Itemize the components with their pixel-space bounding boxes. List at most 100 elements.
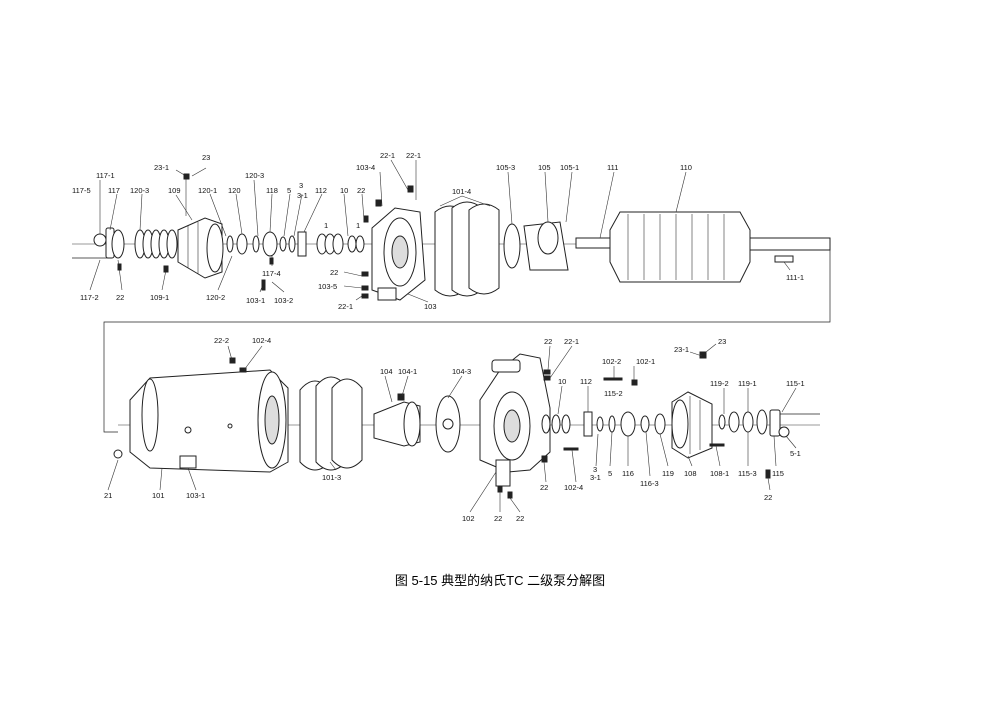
seal-112-lower bbox=[583, 411, 593, 437]
callout: 102 bbox=[462, 514, 475, 523]
callout: 3 bbox=[299, 181, 303, 190]
washer-120-3 bbox=[111, 229, 125, 259]
figure-caption: 图 5-15 典型的纳氏TC 二级泵分解图 bbox=[394, 573, 606, 588]
callout: 22-2 bbox=[214, 336, 229, 345]
callout: 22-1 bbox=[380, 151, 395, 160]
flange-105-3 bbox=[503, 223, 521, 269]
callout: 101-4 bbox=[452, 187, 471, 196]
callout: 22 bbox=[540, 483, 548, 492]
callout: 108 bbox=[684, 469, 697, 478]
callout: 103-4 bbox=[356, 163, 375, 172]
upper-assembly-row: 117-1 117-5 117 120-3 23-1 23 109 120-1 … bbox=[72, 151, 831, 311]
callout: 103-1 bbox=[246, 296, 265, 305]
callout: 22 bbox=[116, 293, 124, 302]
callout: 23 bbox=[202, 153, 210, 162]
lower-callout-labels: 22-2 102-4 104 104-1 104-3 22 22-1 10 11… bbox=[104, 336, 805, 523]
callout: 119-1 bbox=[738, 379, 757, 388]
callout: 22 bbox=[544, 337, 552, 346]
callout: 22 bbox=[516, 514, 524, 523]
callout: 115-2 bbox=[604, 389, 623, 398]
callout: 116-3 bbox=[640, 479, 659, 488]
callout: 117 bbox=[108, 186, 120, 195]
callout: 110 bbox=[680, 163, 692, 172]
callout: 111 bbox=[607, 163, 618, 172]
callout: 23-1 bbox=[674, 345, 689, 354]
bearing-118 bbox=[262, 231, 278, 257]
callout: 3 bbox=[593, 465, 597, 474]
callout: 109 bbox=[168, 186, 181, 195]
callout: 22-1 bbox=[564, 337, 579, 346]
callout: 22 bbox=[330, 268, 338, 277]
seal-112 bbox=[297, 231, 307, 257]
callout: 10 bbox=[340, 186, 348, 195]
callout: 117-5 bbox=[72, 186, 91, 195]
callout: 104 bbox=[380, 367, 393, 376]
callout: 117-2 bbox=[80, 293, 99, 302]
callout: 119 bbox=[662, 469, 674, 478]
callout: 23-1 bbox=[154, 163, 169, 172]
callout: 109-1 bbox=[150, 293, 169, 302]
callout: 102-2 bbox=[602, 357, 621, 366]
bolt-21 bbox=[113, 449, 123, 459]
callout: 5 bbox=[608, 469, 612, 478]
rotor-110 bbox=[609, 211, 751, 283]
packing-rings bbox=[134, 229, 178, 259]
callout: 1 bbox=[324, 221, 328, 230]
callout: 105-1 bbox=[560, 163, 579, 172]
key-111-1 bbox=[774, 255, 794, 263]
callout: 22-1 bbox=[338, 302, 353, 311]
callout: 5 bbox=[287, 186, 291, 195]
callout: 102-4 bbox=[564, 483, 583, 492]
callout: 103-5 bbox=[318, 282, 337, 291]
callout: 117-1 bbox=[96, 171, 115, 180]
vane-pack-101-4 bbox=[434, 201, 500, 297]
callout: 115-3 bbox=[738, 469, 757, 478]
cap-115 bbox=[769, 409, 781, 437]
callout: 112 bbox=[580, 377, 592, 386]
callout: 119-2 bbox=[710, 379, 729, 388]
callout: 120-1 bbox=[198, 186, 217, 195]
callout: 1 bbox=[356, 221, 360, 230]
callout: 102-4 bbox=[252, 336, 271, 345]
callout: 116 bbox=[622, 469, 634, 478]
callout: 117-4 bbox=[262, 269, 281, 278]
callout: 102-1 bbox=[636, 357, 655, 366]
callout: 105 bbox=[538, 163, 551, 172]
callout: 101-3 bbox=[322, 473, 341, 482]
lower-assembly-row: 22-2 102-4 104 104-1 104-3 22 22-1 10 11… bbox=[104, 336, 820, 523]
bearing-116 bbox=[620, 411, 636, 437]
callout: 103 bbox=[424, 302, 437, 311]
impeller-1 bbox=[316, 233, 344, 255]
callout: 21 bbox=[104, 491, 112, 500]
callout: 105-3 bbox=[496, 163, 515, 172]
callout: 10 bbox=[558, 377, 566, 386]
callout: 101 bbox=[152, 491, 165, 500]
nut-117-5 bbox=[93, 233, 107, 247]
shaft-end bbox=[749, 237, 831, 251]
callout: 120-3 bbox=[245, 171, 264, 180]
callout: 120-2 bbox=[206, 293, 225, 302]
callout: 23 bbox=[718, 337, 726, 346]
callout: 22 bbox=[764, 493, 772, 502]
callout: 120 bbox=[228, 186, 241, 195]
flow-connector-line bbox=[103, 244, 831, 433]
callout: 22 bbox=[494, 514, 502, 523]
callout: 22 bbox=[357, 186, 365, 195]
callout: 112 bbox=[315, 186, 327, 195]
callout: 104-1 bbox=[398, 367, 417, 376]
callout: 5-1 bbox=[790, 449, 801, 458]
callout: 115-1 bbox=[786, 379, 805, 388]
callout: 104-3 bbox=[452, 367, 471, 376]
callout: 120-3 bbox=[130, 186, 149, 195]
callout: 111-1 bbox=[786, 273, 804, 282]
callout: 103-1 bbox=[186, 491, 205, 500]
vane-pack-101-3 bbox=[299, 376, 363, 471]
callout: 3-1 bbox=[590, 473, 601, 482]
casing-101 bbox=[129, 369, 289, 473]
callout: 22-1 bbox=[406, 151, 421, 160]
callout: 115 bbox=[772, 469, 784, 478]
callout: 118 bbox=[266, 186, 278, 195]
callout: 3-1 bbox=[297, 191, 308, 200]
callout: 103-2 bbox=[274, 296, 293, 305]
